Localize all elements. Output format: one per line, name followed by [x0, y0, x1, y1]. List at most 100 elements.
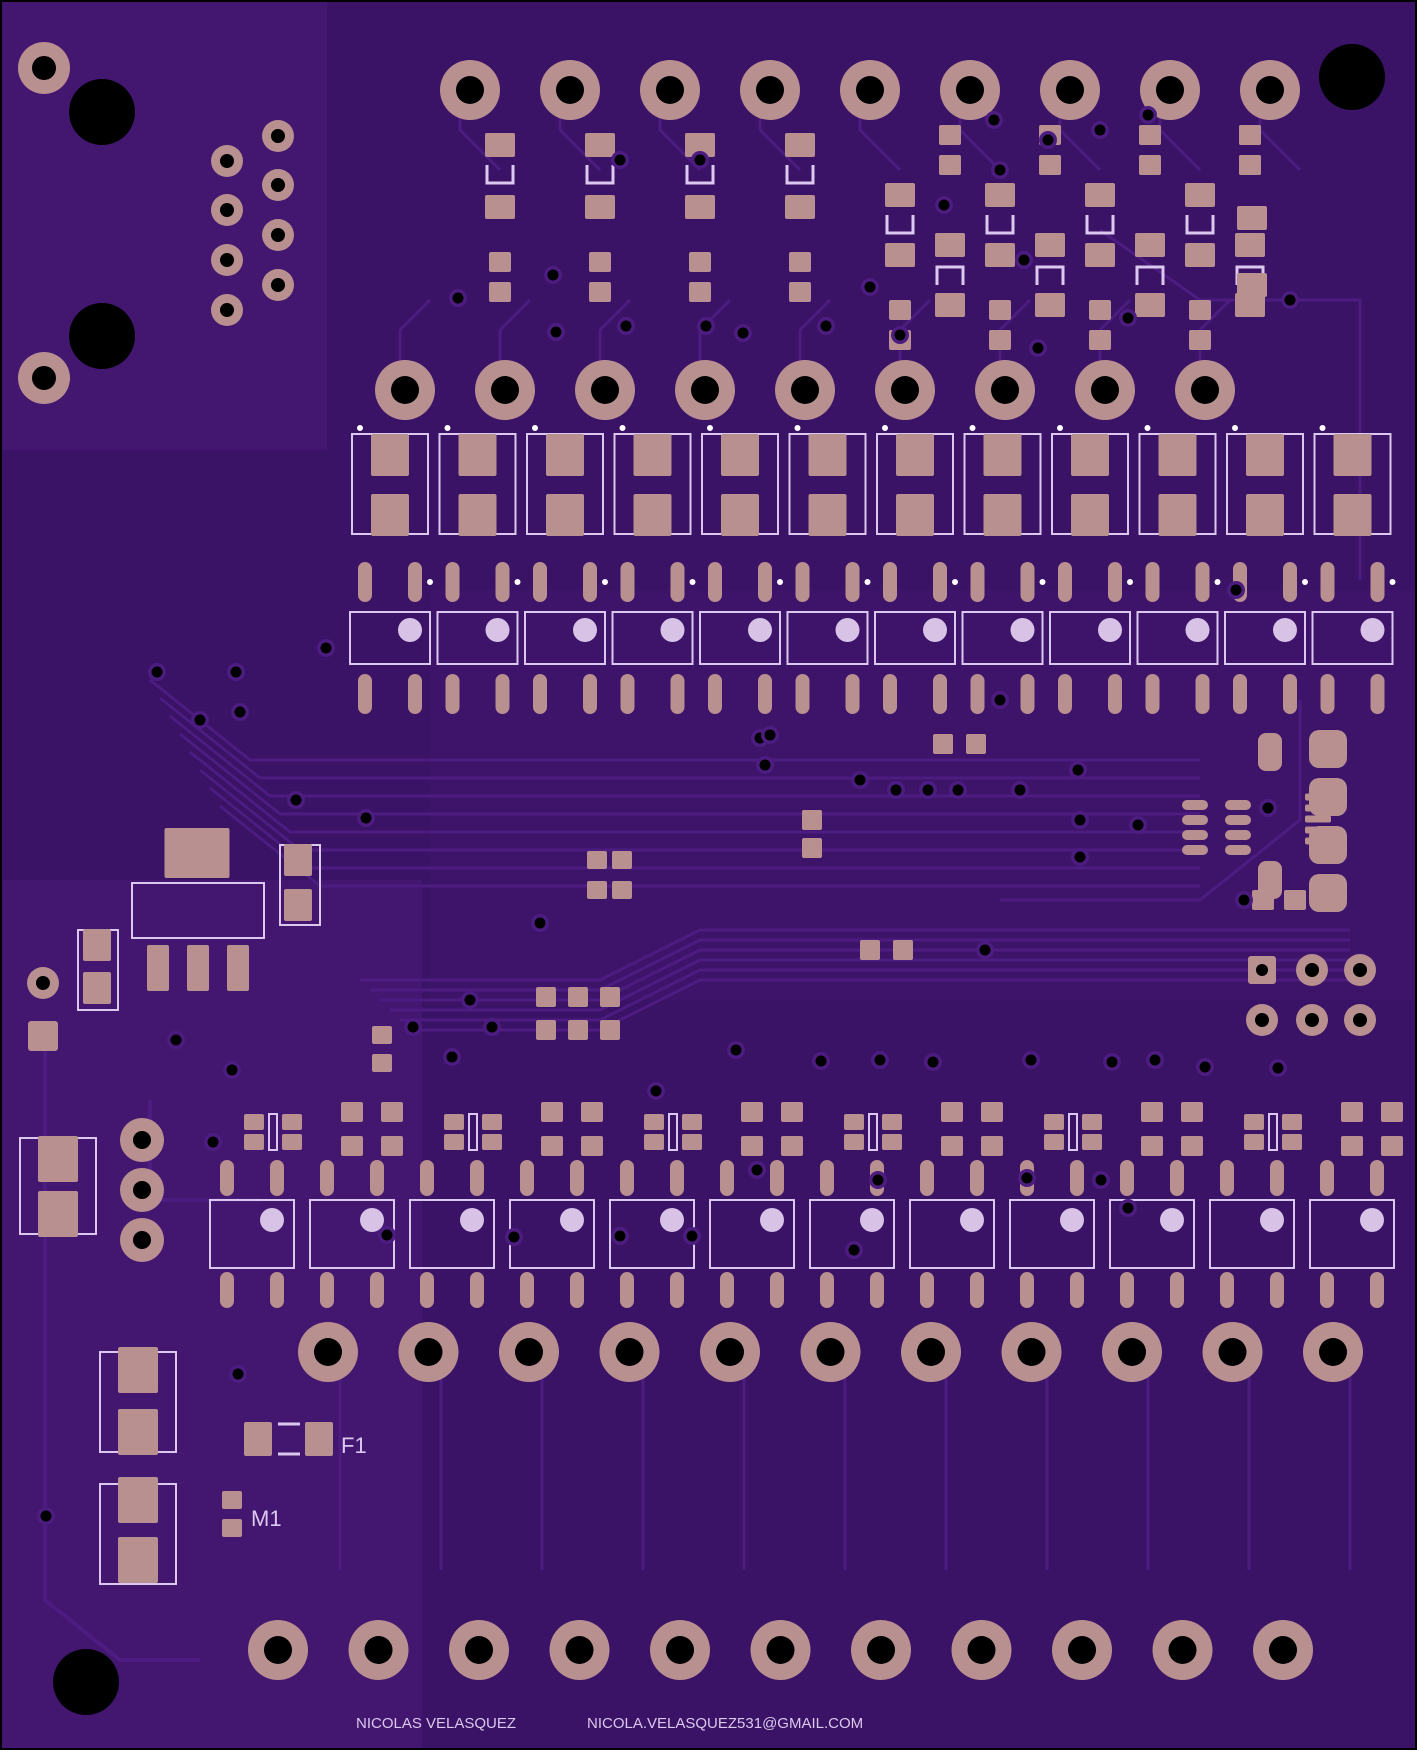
smd-pad — [83, 972, 111, 1004]
smd-pad — [533, 562, 547, 602]
smd-pad — [721, 494, 759, 536]
drill-hole — [565, 1636, 594, 1664]
square-pad — [28, 1021, 58, 1051]
trace — [149, 678, 1200, 762]
via-hole — [320, 642, 332, 654]
smd-pad — [420, 1160, 434, 1196]
via-hole — [820, 320, 832, 332]
smd-pad — [1305, 815, 1331, 823]
smd-pad — [583, 562, 597, 602]
smd-pad — [470, 1272, 484, 1308]
pin1-marker — [864, 579, 871, 585]
smd-pad — [1320, 674, 1335, 714]
smd-pad — [1284, 890, 1306, 910]
silk-outline — [524, 611, 606, 665]
smd-pad — [802, 810, 822, 830]
via-hole — [874, 1054, 886, 1066]
smd-pad — [970, 1160, 984, 1196]
drill-hole — [867, 1636, 895, 1664]
smd-pad — [981, 1102, 1003, 1122]
silk-outline — [1268, 1113, 1278, 1151]
smd-pad — [689, 252, 711, 272]
via-hole — [927, 1056, 939, 1068]
via-hole — [547, 269, 559, 281]
smd-pad — [536, 987, 556, 1007]
smd-pad — [1305, 804, 1331, 812]
drill-hole — [36, 976, 50, 990]
trace — [370, 938, 1350, 992]
email-label: NICOLA.VELASQUEZ531@GMAIL.COM — [587, 1715, 863, 1732]
smd-pad — [570, 1272, 584, 1308]
smd-pad — [781, 1102, 803, 1122]
smd-pad — [808, 434, 847, 476]
via-hole — [848, 1244, 860, 1256]
drill-hole — [1269, 1636, 1297, 1664]
trace-layer — [43, 92, 1362, 1662]
drill-hole — [220, 253, 234, 267]
drill-hole — [1017, 1338, 1046, 1366]
silk-outline — [268, 1113, 278, 1151]
smd-pad — [920, 1272, 934, 1308]
pin1-marker — [952, 579, 958, 585]
pin1-marker — [560, 1208, 584, 1232]
drill-hole — [220, 154, 234, 168]
pin1-marker — [1260, 1208, 1284, 1232]
drill-hole — [364, 1636, 393, 1664]
smd-pad — [536, 1020, 556, 1040]
smd-pad — [164, 828, 230, 878]
smd-pad — [885, 243, 915, 267]
via-hole — [922, 784, 934, 796]
smd-pad — [1020, 674, 1035, 714]
smd-pad — [1135, 233, 1165, 257]
via-hole — [1042, 134, 1054, 146]
smd-pad — [1237, 206, 1267, 230]
smd-pad — [1225, 815, 1251, 825]
pin1-marker — [689, 579, 696, 585]
trace — [179, 732, 1200, 816]
smd-pad — [1282, 1114, 1302, 1130]
smd-pad — [1120, 1272, 1134, 1308]
smd-pad — [870, 1272, 884, 1308]
smd-pad — [222, 1519, 242, 1537]
smd-pad — [889, 300, 911, 320]
smd-pad — [1195, 674, 1210, 714]
smd-pad — [1181, 1102, 1203, 1122]
via-hole — [1149, 1054, 1161, 1066]
drill-hole — [1118, 1338, 1146, 1366]
diode-marking — [935, 265, 965, 285]
via-hole — [938, 199, 950, 211]
via-hole — [446, 1051, 458, 1063]
via-hole — [1106, 1056, 1118, 1068]
smd-pad — [600, 987, 620, 1007]
smd-pad — [38, 1136, 78, 1182]
silk-outline — [786, 611, 869, 665]
smd-pad — [633, 434, 672, 476]
smd-pad — [1225, 845, 1251, 855]
via-hole — [764, 729, 776, 741]
smd-pad — [381, 1102, 403, 1122]
smd-pad — [1082, 1114, 1102, 1130]
drill-hole — [414, 1338, 443, 1366]
silk-outline — [349, 611, 431, 665]
via-hole — [1018, 254, 1030, 266]
smd-pad — [882, 1114, 902, 1130]
smd-pad — [320, 1160, 334, 1196]
pin1-marker — [760, 1208, 784, 1232]
smd-pad — [644, 1134, 664, 1150]
smd-pad — [1235, 233, 1265, 257]
smd-pad — [721, 434, 759, 476]
via-hole — [40, 1510, 52, 1522]
via-hole — [864, 281, 876, 293]
silk-outline — [1068, 1113, 1078, 1151]
mounting-hole — [69, 79, 135, 145]
silk-outline — [1311, 611, 1394, 665]
smd-pad — [1089, 330, 1111, 350]
smd-pad — [983, 434, 1022, 476]
smd-pad — [495, 674, 510, 714]
smd-pad — [758, 562, 772, 602]
smd-pad — [1283, 562, 1297, 602]
pin1-marker — [514, 579, 521, 585]
via-hole — [534, 917, 546, 929]
smd-pad — [1071, 494, 1109, 536]
via-hole — [988, 114, 1000, 126]
